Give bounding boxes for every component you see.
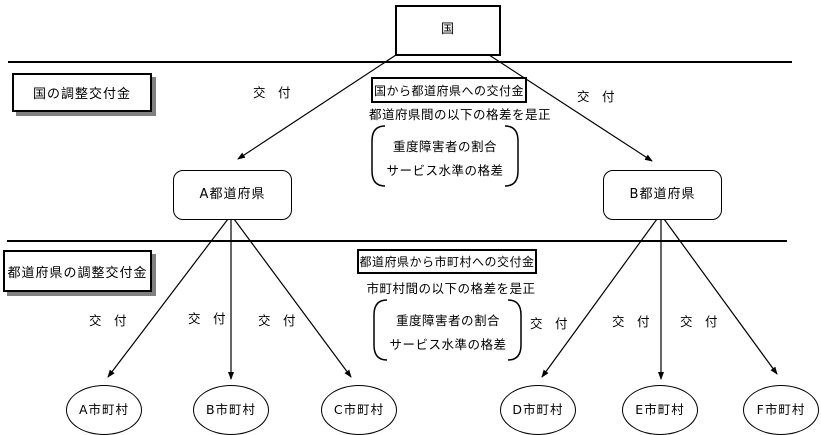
callout-subtitle-prefectural: 市町村間の以下の格差を是正	[366, 281, 536, 296]
bracket-right-prefectural	[507, 299, 522, 361]
node-municipality-c: C市町村	[321, 385, 397, 435]
callout-title-prefectural: 都道府県から市町村への交付金	[357, 249, 537, 274]
edge-label-grant-b-to-f: 交 付	[679, 311, 719, 330]
edge-label-grant-a-to-b: 交 付	[187, 308, 227, 327]
section-label-prefectural-grant: 都道府県の調整交付金	[3, 250, 152, 292]
factor-national-service-level-gap: サービス水準の格差	[386, 163, 504, 178]
arrow-prefecture-b-to-municipality-f	[663, 218, 778, 375]
edge-label-grant-b-to-d: 交 付	[529, 313, 569, 332]
edge-label-grant-a-to-a: 交 付	[88, 310, 128, 329]
edge-label-grant-b-to-e: 交 付	[611, 311, 651, 330]
node-municipality-b: B市町村	[193, 385, 269, 435]
arrow-prefecture-a-to-municipality-a	[107, 218, 229, 378]
section-label-national-grant: 国の調整交付金	[12, 73, 152, 112]
arrow-prefecture-b-to-municipality-d	[541, 218, 658, 378]
edge-label-grant-a-to-c: 交 付	[257, 310, 297, 329]
arrow-nation-to-prefecture-a	[237, 52, 400, 160]
bracket-right-national	[504, 125, 519, 187]
callout-subtitle-national: 都道府県間の以下の格差を是正	[368, 107, 551, 122]
factor-prefectural-service-level-gap: サービス水準の格差	[389, 337, 507, 352]
factor-prefectural-severe-disability-ratio: 重度障害者の割合	[395, 313, 500, 328]
bracket-left-prefectural	[373, 299, 388, 361]
node-nation: 国	[395, 5, 501, 56]
arrow-prefecture-a-to-municipality-c	[233, 218, 352, 378]
edge-label-grant-nation-b: 交 付	[576, 86, 616, 105]
node-municipality-d: D市町村	[500, 385, 576, 435]
node-prefecture-b: B都道府県	[603, 170, 722, 220]
node-municipality-f: F市町村	[743, 385, 819, 435]
node-municipality-a: A市町村	[66, 385, 142, 435]
bracket-left-national	[371, 125, 386, 187]
edge-label-grant-nation-a: 交 付	[252, 82, 292, 101]
node-prefecture-a: A都道府県	[173, 170, 292, 220]
callout-title-national: 国から都道府県への交付金	[371, 77, 527, 103]
node-municipality-e: E市町村	[622, 385, 698, 435]
factor-national-severe-disability-ratio: 重度障害者の割合	[392, 139, 497, 154]
arrow-nation-to-prefecture-b	[485, 52, 653, 162]
